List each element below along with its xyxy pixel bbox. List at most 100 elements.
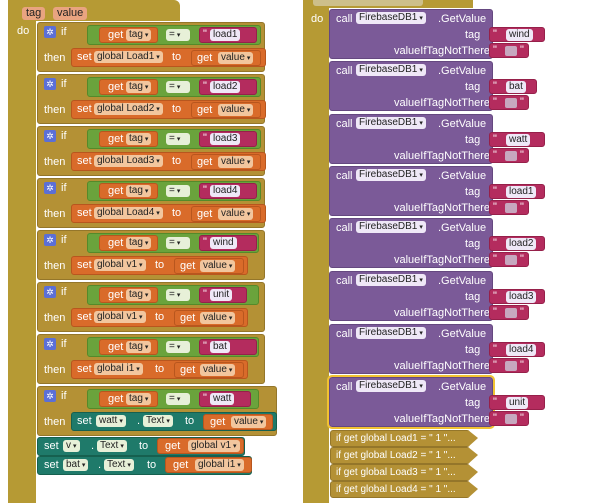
open-quote: " bbox=[493, 201, 497, 213]
empty-text-field[interactable] bbox=[505, 46, 517, 56]
open-quote: " bbox=[493, 290, 497, 302]
default-param-label: valueIfTagNotThere bbox=[394, 150, 490, 162]
gear-icon[interactable]: ✲ bbox=[44, 182, 56, 194]
property-dropdown-text[interactable]: Text▾ bbox=[143, 415, 173, 427]
operator-dropdown-equals[interactable]: =▾ bbox=[166, 237, 190, 249]
open-quote: " bbox=[493, 253, 497, 265]
tag-param-label: tag bbox=[465, 344, 481, 356]
operator-dropdown-equals[interactable]: =▾ bbox=[166, 341, 190, 353]
set-label: set bbox=[77, 155, 92, 167]
variable-dropdown-set-target[interactable]: global Load1▾ bbox=[94, 51, 163, 63]
empty-text-field[interactable] bbox=[505, 98, 517, 108]
gear-icon[interactable]: ✲ bbox=[44, 78, 56, 90]
variable-dropdown-set-target[interactable]: global i1▾ bbox=[94, 363, 143, 375]
operator-dropdown-equals[interactable]: =▾ bbox=[166, 393, 190, 405]
text-field[interactable]: load1 bbox=[210, 29, 241, 41]
component-dropdown-v[interactable]: v▾ bbox=[63, 440, 80, 452]
default-param-label: valueIfTagNotThere bbox=[394, 360, 490, 372]
event-param-tag[interactable]: tag bbox=[22, 7, 46, 20]
tag-text-field[interactable]: wind bbox=[506, 29, 533, 41]
variable-dropdown-value[interactable]: value▾ bbox=[218, 208, 254, 220]
variable-dropdown-value[interactable]: value▾ bbox=[200, 260, 236, 272]
component-dropdown-bat[interactable]: bat▾ bbox=[63, 459, 89, 471]
variable-dropdown-set-target[interactable]: global v1▾ bbox=[94, 259, 146, 271]
variable-dropdown-value[interactable]: value▾ bbox=[218, 104, 254, 116]
empty-text-field[interactable] bbox=[505, 308, 517, 318]
component-dropdown-watt[interactable]: watt▾ bbox=[96, 415, 126, 427]
tag-text-field[interactable]: watt bbox=[506, 134, 531, 146]
empty-text-field[interactable] bbox=[505, 414, 517, 424]
component-dropdown-firebase[interactable]: FirebaseDB1▾ bbox=[356, 274, 426, 286]
variable-dropdown-set-target[interactable]: global Load3▾ bbox=[94, 155, 163, 167]
gear-icon[interactable]: ✲ bbox=[44, 130, 56, 142]
gear-icon[interactable]: ✲ bbox=[44, 234, 56, 246]
component-dropdown-firebase[interactable]: FirebaseDB1▾ bbox=[356, 169, 426, 181]
empty-text-field[interactable] bbox=[505, 203, 517, 213]
variable-dropdown-value[interactable]: value▾ bbox=[218, 156, 254, 168]
component-dropdown-firebase[interactable]: FirebaseDB1▾ bbox=[356, 64, 426, 76]
variable-dropdown-global-i1[interactable]: global i1▾ bbox=[195, 459, 244, 471]
operator-dropdown-equals[interactable]: =▾ bbox=[166, 133, 190, 145]
tag-text-field[interactable]: unit bbox=[506, 397, 529, 409]
empty-text-field[interactable] bbox=[505, 361, 517, 371]
empty-text-field[interactable] bbox=[505, 151, 517, 161]
variable-dropdown-global-v1[interactable]: global v1▾ bbox=[188, 440, 240, 452]
text-field[interactable]: load3 bbox=[210, 133, 241, 145]
to-label: to bbox=[155, 311, 165, 323]
text-field[interactable]: load4 bbox=[210, 185, 241, 197]
method-label: .GetValue bbox=[438, 222, 487, 234]
text-field[interactable]: bat bbox=[210, 341, 230, 353]
variable-dropdown-set-target[interactable]: global Load4▾ bbox=[94, 207, 163, 219]
tag-text-field[interactable]: load4 bbox=[506, 344, 537, 356]
property-dropdown-text[interactable]: Text▾ bbox=[97, 440, 127, 452]
empty-text-field[interactable] bbox=[505, 255, 517, 265]
variable-dropdown-tag[interactable]: tag▾ bbox=[126, 133, 152, 145]
tag-text-field[interactable]: load3 bbox=[506, 291, 537, 303]
component-dropdown-firebase[interactable]: FirebaseDB1▾ bbox=[356, 327, 426, 339]
collapsed-notch-icon bbox=[468, 481, 478, 498]
component-dropdown-firebase[interactable]: FirebaseDB1▾ bbox=[356, 12, 426, 24]
operator-dropdown-equals[interactable]: =▾ bbox=[166, 185, 190, 197]
component-dropdown-firebase[interactable]: FirebaseDB1▾ bbox=[356, 117, 426, 129]
variable-dropdown-tag[interactable]: tag▾ bbox=[126, 289, 152, 301]
operator-dropdown-equals[interactable]: =▾ bbox=[166, 81, 190, 93]
tag-text-field[interactable]: bat bbox=[506, 81, 526, 93]
then-label: then bbox=[44, 104, 66, 116]
text-field[interactable]: unit bbox=[210, 289, 233, 301]
variable-dropdown-set-target[interactable]: global Load2▾ bbox=[94, 103, 163, 115]
variable-dropdown-set-target[interactable]: global v1▾ bbox=[94, 311, 146, 323]
tag-text-field[interactable]: load1 bbox=[506, 186, 537, 198]
open-quote: " bbox=[203, 28, 207, 40]
get-label: get bbox=[108, 237, 124, 249]
text-field[interactable]: watt bbox=[210, 393, 235, 405]
collapsed-notch-icon bbox=[468, 430, 478, 447]
variable-dropdown-tag[interactable]: tag▾ bbox=[126, 393, 152, 405]
gear-icon[interactable]: ✲ bbox=[44, 390, 56, 402]
close-quote: " bbox=[520, 412, 524, 424]
operator-dropdown-equals[interactable]: =▾ bbox=[166, 289, 190, 301]
variable-dropdown-tag[interactable]: tag▾ bbox=[126, 237, 152, 249]
tag-text-field[interactable]: load2 bbox=[506, 238, 537, 250]
property-dropdown-text[interactable]: Text▾ bbox=[104, 459, 134, 471]
component-dropdown-firebase[interactable]: FirebaseDB1▾ bbox=[356, 380, 426, 392]
variable-dropdown-tag[interactable]: tag▾ bbox=[126, 81, 152, 93]
open-quote: " bbox=[203, 236, 207, 248]
variable-dropdown-tag[interactable]: tag▾ bbox=[126, 29, 152, 41]
set-label: set bbox=[77, 103, 92, 115]
variable-dropdown-value[interactable]: value▾ bbox=[231, 416, 267, 428]
variable-dropdown-value[interactable]: value▾ bbox=[200, 364, 236, 376]
event-param-value[interactable]: value bbox=[53, 7, 88, 20]
method-label: .GetValue bbox=[438, 381, 487, 393]
variable-dropdown-tag[interactable]: tag▾ bbox=[126, 341, 152, 353]
component-dropdown-firebase[interactable]: FirebaseDB1▾ bbox=[356, 221, 426, 233]
operator-dropdown-equals[interactable]: =▾ bbox=[166, 29, 190, 41]
text-field[interactable]: load2 bbox=[210, 81, 241, 93]
open-quote: " bbox=[493, 343, 497, 355]
variable-dropdown-value[interactable]: value▾ bbox=[218, 52, 254, 64]
variable-dropdown-value[interactable]: value▾ bbox=[200, 312, 236, 324]
variable-dropdown-tag[interactable]: tag▾ bbox=[126, 185, 152, 197]
text-field[interactable]: wind bbox=[210, 237, 237, 249]
gear-icon[interactable]: ✲ bbox=[44, 338, 56, 350]
gear-icon[interactable]: ✲ bbox=[44, 26, 56, 38]
gear-icon[interactable]: ✲ bbox=[44, 286, 56, 298]
